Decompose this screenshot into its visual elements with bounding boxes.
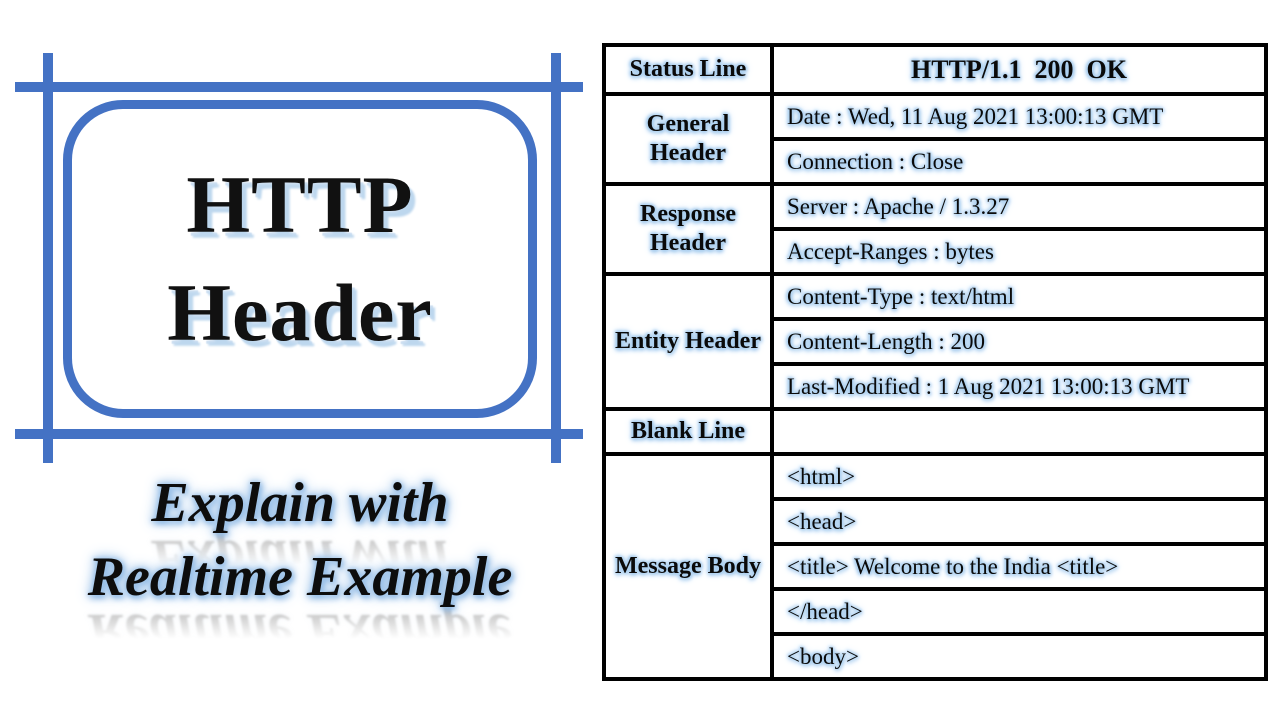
table-row: <title> Welcome to the India <title>	[604, 542, 1268, 591]
header-value-cell: <title> Welcome to the India <title>	[770, 542, 1268, 591]
header-value-cell: Content-Type : text/html	[770, 272, 1268, 321]
table-row: </head>	[604, 587, 1268, 636]
header-value-cell: Date : Wed, 11 Aug 2021 13:00:13 GMT	[770, 92, 1268, 141]
left-panel: HTTP Header Explain with Explain with Re…	[0, 0, 600, 720]
table-row: Content-Length : 200	[604, 317, 1268, 366]
header-value-cell: Connection : Close	[770, 137, 1268, 186]
header-value-cell: <body>	[770, 632, 1268, 681]
frame-vertical-line-left	[43, 53, 53, 463]
header-group-label: Message Body	[602, 452, 774, 681]
header-value-cell: <html>	[770, 452, 1268, 501]
subtitle-line-2: Realtime Example Realtime Example	[0, 542, 600, 664]
title-box: HTTP Header	[63, 100, 537, 418]
header-value-cell: <head>	[770, 497, 1268, 546]
table-row: <body>	[604, 632, 1268, 681]
header-value-cell: </head>	[770, 587, 1268, 636]
header-group-label: Entity Header	[602, 272, 774, 411]
header-value-cell: Server : Apache / 1.3.27	[770, 182, 1268, 231]
table-row: Blank Line	[602, 407, 1268, 456]
header-value-cell: HTTP/1.1 200 OK	[770, 43, 1268, 96]
title-line-1: HTTP	[186, 159, 414, 250]
frame-horizontal-line-bottom	[15, 429, 583, 439]
header-group-label: Response Header	[602, 182, 774, 276]
table-row: Connection : Close	[604, 137, 1268, 186]
subtitle-text-2: Realtime Example	[87, 546, 513, 608]
header-value-cell	[770, 407, 1268, 456]
frame-horizontal-line-top	[15, 82, 583, 92]
subtitle: Explain with Explain with Realtime Examp…	[0, 468, 600, 664]
frame-vertical-line-right	[551, 53, 561, 463]
header-group-label: Status Line	[602, 43, 774, 96]
header-value-cell: Accept-Ranges : bytes	[770, 227, 1268, 276]
table-row: <head>	[604, 497, 1268, 546]
header-value-cell: Last-Modified : 1 Aug 2021 13:00:13 GMT	[770, 362, 1268, 411]
table-row: Message Body<html>	[602, 452, 1268, 681]
table-row: Last-Modified : 1 Aug 2021 13:00:13 GMT	[604, 362, 1268, 411]
header-value-cell: Content-Length : 200	[770, 317, 1268, 366]
title-line-2: Header	[167, 267, 433, 358]
subtitle-text-1: Explain with	[151, 472, 449, 534]
table-row: Accept-Ranges : bytes	[604, 227, 1268, 276]
subtitle-line-1: Explain with Explain with	[0, 468, 600, 590]
header-group-label: General Header	[602, 92, 774, 186]
header-group-label: Blank Line	[602, 407, 774, 456]
